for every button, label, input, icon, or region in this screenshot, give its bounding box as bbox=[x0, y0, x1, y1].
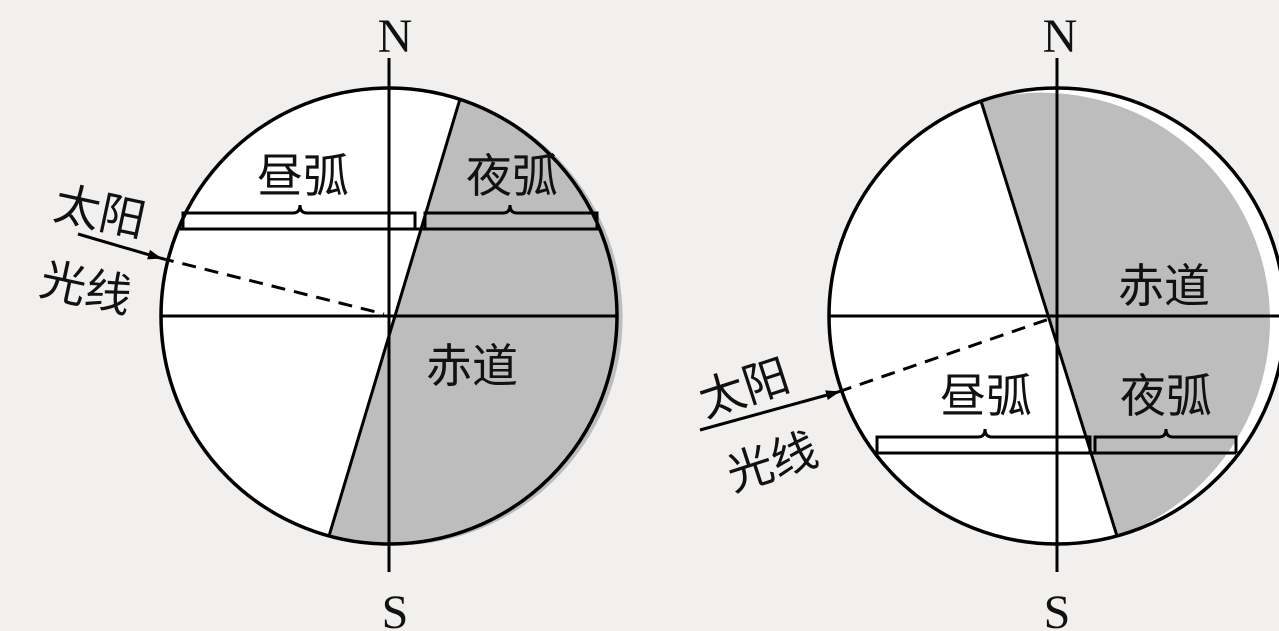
day-arc-bracket bbox=[181, 204, 417, 229]
sunlight-ray-arrow bbox=[77, 232, 162, 260]
diagram-right: N S 赤道 昼弧 夜弧 太阳 光线 bbox=[692, 10, 1279, 631]
day-arc-bracket bbox=[875, 428, 1092, 453]
diagram-left: N S 昼弧 夜弧 赤道 太阳 光线 bbox=[35, 10, 623, 631]
night-region bbox=[981, 92, 1271, 537]
night-arc-label: 夜弧 bbox=[1120, 369, 1212, 423]
earth-outline bbox=[159, 86, 619, 546]
south-pole-label: S bbox=[1044, 586, 1071, 631]
night-arc-label: 夜弧 bbox=[466, 149, 558, 203]
sunlight-label-bottom: 光线 bbox=[35, 252, 136, 324]
equator-label: 赤道 bbox=[426, 339, 518, 393]
night-arc-bracket bbox=[423, 204, 599, 229]
sunlight-ray-dashed bbox=[837, 316, 1053, 394]
sunlight-label-top: 太阳 bbox=[692, 348, 796, 428]
night-region bbox=[329, 99, 623, 546]
day-arc-label: 昼弧 bbox=[257, 149, 349, 203]
north-pole-label: N bbox=[378, 10, 413, 63]
south-pole-label: S bbox=[382, 586, 409, 631]
sunlight-ray-arrow bbox=[699, 390, 840, 432]
sunlight-ray-dashed bbox=[159, 256, 385, 316]
sunlight-label-bottom: 光线 bbox=[720, 422, 824, 502]
equator-label: 赤道 bbox=[1118, 259, 1210, 313]
earth-outline bbox=[827, 86, 1279, 546]
north-pole-label: N bbox=[1043, 10, 1078, 63]
night-arc-bracket bbox=[1093, 428, 1238, 453]
sunlight-label-top: 太阳 bbox=[49, 176, 150, 248]
terminator-line bbox=[979, 100, 1119, 537]
day-arc-label: 昼弧 bbox=[940, 369, 1032, 423]
